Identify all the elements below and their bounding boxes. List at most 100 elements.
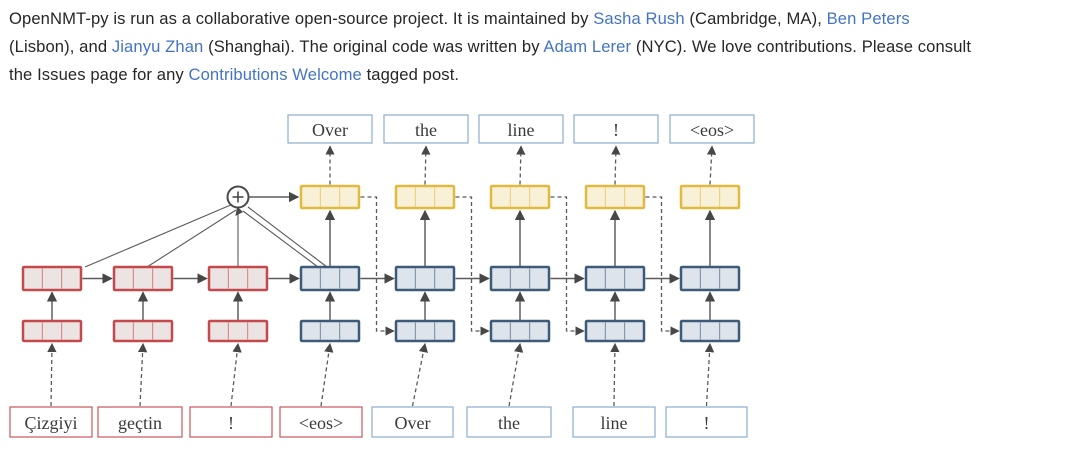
target-word-box-rect bbox=[572, 406, 656, 438]
link-ben-peters[interactable]: Ben Peters bbox=[826, 9, 910, 28]
decoder-bottom-cell bbox=[299, 319, 361, 343]
encoder-bottom-cell bbox=[207, 319, 269, 343]
paragraph-text: the Issues page for any bbox=[9, 65, 189, 84]
paragraph-text: tagged post. bbox=[361, 65, 460, 84]
attention-combine bbox=[226, 185, 250, 217]
paragraph-line-3: the Issues page for any Contributions We… bbox=[9, 61, 1077, 89]
decoder-bottom-cell bbox=[489, 319, 551, 343]
decoder-bottom-cell bbox=[679, 319, 741, 343]
source-word-box-label: ! bbox=[228, 413, 234, 433]
decoder-bottom-cell-rect bbox=[584, 319, 646, 343]
state-boxes bbox=[21, 184, 741, 343]
output-word-box: <eos> bbox=[669, 114, 755, 144]
source-word-box-label: <eos> bbox=[299, 413, 343, 433]
link-jianyu-zhan[interactable]: Jianyu Zhan bbox=[111, 37, 204, 56]
encoder-top-cell bbox=[112, 265, 174, 292]
decoder-bottom-cell-rect bbox=[489, 319, 551, 343]
decoder-top-cell bbox=[299, 265, 361, 292]
decoder-top-cell bbox=[489, 265, 551, 292]
encoder-top-cell bbox=[21, 265, 83, 292]
decoder-bottom-cell-rect bbox=[679, 319, 741, 343]
attention-fan bbox=[84, 203, 328, 268]
output-word-box-label: line bbox=[508, 120, 535, 140]
paragraph-line-2: (Lisbon), and Jianyu Zhan (Shanghai). Th… bbox=[9, 33, 1077, 61]
target-word-box-rect bbox=[466, 406, 552, 438]
readme-paragraph: OpenNMT-py is run as a collaborative ope… bbox=[9, 5, 1077, 89]
target-word-box: ! bbox=[665, 406, 748, 438]
attention-line bbox=[146, 209, 237, 268]
source-word-box: ! bbox=[189, 406, 273, 438]
source-word-box-rect bbox=[279, 406, 363, 438]
attn-output-cell-rect bbox=[299, 184, 361, 210]
link-adam-lerer[interactable]: Adam Lerer bbox=[543, 37, 632, 56]
encoder-bottom-cell-rect bbox=[112, 319, 174, 343]
decoder-top-cell-rect bbox=[394, 265, 456, 292]
attention-line bbox=[242, 210, 319, 268]
decoder-input-arrow bbox=[411, 342, 428, 407]
paragraph-text: (Shanghai). The original code was writte… bbox=[203, 37, 544, 56]
input-feed-elbow-arrow bbox=[550, 196, 585, 336]
input-feed-elbow-arrow bbox=[455, 196, 490, 336]
attn-to-word-arrow bbox=[611, 145, 621, 185]
decoder-top-cell-rect bbox=[584, 265, 646, 292]
encoder-input-arrow bbox=[137, 342, 148, 407]
paragraph-text: OpenNMT-py is run as a collaborative ope… bbox=[9, 9, 594, 28]
target-word-box-label: Over bbox=[395, 413, 431, 433]
attention-line bbox=[247, 206, 328, 268]
output-word-box-label: <eos> bbox=[690, 120, 734, 140]
output-word-box: line bbox=[478, 114, 564, 144]
decoder-bottom-cell-rect bbox=[394, 319, 456, 343]
encoder-bottom-cell bbox=[112, 319, 174, 343]
output-word-box-rect bbox=[383, 114, 469, 144]
output-word-box: the bbox=[383, 114, 469, 144]
attn-output-cell-rect bbox=[489, 184, 551, 210]
source-word-box-label: geçtin bbox=[118, 413, 162, 433]
target-word-box-rect bbox=[665, 406, 748, 438]
paragraph-text: (Cambridge, MA), bbox=[684, 9, 827, 28]
output-word-box-label: ! bbox=[613, 120, 619, 140]
attn-output-cell bbox=[299, 184, 361, 210]
decoder-top-cell-rect bbox=[489, 265, 551, 292]
attn-output-cell bbox=[679, 184, 741, 210]
encoder-top-cell bbox=[207, 265, 269, 292]
encoder-input-arrow bbox=[230, 342, 242, 407]
encoder-bottom-cell bbox=[21, 319, 83, 343]
attn-output-cell-rect bbox=[394, 184, 456, 210]
output-word-box-rect bbox=[287, 114, 373, 144]
source-word-box: <eos> bbox=[279, 406, 363, 438]
target-word-box-label: ! bbox=[704, 413, 710, 433]
attn-output-cell-rect bbox=[584, 184, 646, 210]
link-contributions-welcome[interactable]: Contributions Welcome bbox=[188, 65, 362, 84]
attention-line bbox=[84, 203, 234, 268]
source-word-box-rect bbox=[9, 406, 93, 438]
decoder-input-arrow bbox=[508, 342, 524, 407]
attn-to-word-arrow bbox=[706, 145, 717, 185]
output-word-box: Over bbox=[287, 114, 373, 144]
decoder-top-cell bbox=[394, 265, 456, 292]
source-word-box: Çizgiyi bbox=[9, 406, 93, 438]
decoder-bottom-cell bbox=[584, 319, 646, 343]
attn-to-word-arrow bbox=[421, 145, 431, 185]
paragraph-text: (Lisbon), and bbox=[9, 37, 112, 56]
encoder-top-cell-rect bbox=[21, 265, 83, 292]
target-word-box-label: line bbox=[601, 413, 628, 433]
encoder-top-cell-rect bbox=[207, 265, 269, 292]
target-word-box-label: the bbox=[498, 413, 520, 433]
decoder-input-arrow bbox=[320, 342, 334, 407]
decoder-top-cell bbox=[679, 265, 741, 292]
attn-output-cell-rect bbox=[679, 184, 741, 210]
encoder-bottom-cell-rect bbox=[21, 319, 83, 343]
input-feed-elbow-arrow bbox=[360, 196, 395, 336]
decoder-top-cell bbox=[584, 265, 646, 292]
link-sasha-rush[interactable]: Sasha Rush bbox=[593, 9, 685, 28]
decoder-top-cell-rect bbox=[299, 265, 361, 292]
combine-arrowhead bbox=[235, 206, 244, 217]
decoder-input-arrow bbox=[704, 342, 715, 407]
source-word-box-rect bbox=[97, 406, 183, 438]
decoder-top-cell-rect bbox=[679, 265, 741, 292]
paragraph-text: (NYC). We love contributions. Please con… bbox=[631, 37, 972, 56]
attn-output-cell bbox=[584, 184, 646, 210]
encoder-bottom-cell-rect bbox=[207, 319, 269, 343]
